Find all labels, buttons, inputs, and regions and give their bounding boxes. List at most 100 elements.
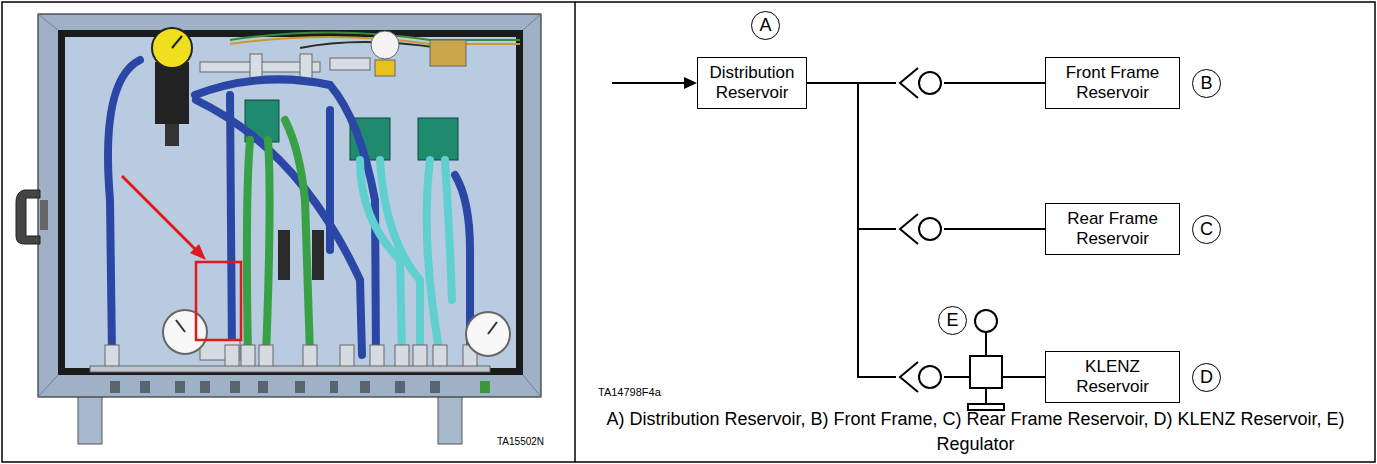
reservoir-box: Front Frame Reservoir bbox=[1045, 57, 1180, 109]
solenoid-valves-part bbox=[418, 118, 458, 160]
figure-caption: A) Distribution Reservoir, B) Front Fram… bbox=[588, 407, 1363, 457]
red-callout-arrow-part bbox=[122, 176, 198, 252]
port-row-part bbox=[140, 381, 150, 393]
door-handle-part bbox=[16, 190, 40, 244]
regulator-symbol-part bbox=[985, 388, 987, 404]
pressure-gauges bbox=[163, 310, 510, 356]
reservoir-box: Distribution Reservoir bbox=[697, 57, 807, 109]
bottom-fittings-part bbox=[370, 345, 384, 367]
check-valve bbox=[896, 362, 944, 392]
check-valve bbox=[896, 214, 944, 244]
port-row-part bbox=[430, 381, 440, 393]
port-row-part bbox=[360, 381, 370, 393]
regulator-symbol bbox=[968, 310, 1004, 410]
clamps-part bbox=[278, 230, 290, 280]
cabinet-legs-part bbox=[438, 396, 462, 444]
port-row-part bbox=[200, 381, 210, 393]
cyan-hoses-part bbox=[427, 160, 440, 355]
top-fittings-part bbox=[371, 31, 399, 59]
port-row-part bbox=[480, 381, 490, 393]
cabinet-body-part bbox=[523, 375, 541, 397]
regulator-symbol-part bbox=[970, 356, 1002, 388]
flow-line bbox=[807, 83, 1045, 229]
reservoir-box: KLENZ Reservoir bbox=[1045, 351, 1180, 403]
red-callout-arrow bbox=[122, 176, 241, 340]
check-valve-part bbox=[896, 70, 944, 96]
cabinet-body-part bbox=[38, 14, 541, 397]
cabinet-legs-part bbox=[78, 396, 102, 444]
blue-hoses bbox=[108, 60, 470, 355]
pressure-gauges-part bbox=[176, 320, 185, 332]
bottom-fittings-part bbox=[90, 366, 490, 372]
reservoir-box: Rear Frame Reservoir bbox=[1045, 203, 1180, 255]
pressure-gauges-part bbox=[163, 310, 207, 354]
blue-hoses-part bbox=[195, 79, 376, 355]
clamps bbox=[278, 230, 324, 280]
check-valve-part bbox=[919, 72, 941, 94]
check-valve-part bbox=[900, 214, 918, 244]
check-valve-part bbox=[900, 362, 918, 392]
green-hoses-part bbox=[247, 140, 250, 355]
callout-letter: D bbox=[1192, 363, 1221, 392]
bottom-fittings bbox=[90, 340, 490, 372]
bottom-fittings-part bbox=[303, 345, 317, 367]
cabinet-body-part bbox=[38, 375, 58, 397]
bottom-fittings-part bbox=[241, 345, 255, 367]
clamps-part bbox=[312, 230, 324, 280]
red-callout-arrow-part bbox=[190, 244, 206, 260]
cabinet-body-part bbox=[58, 30, 523, 375]
top-wiring-part bbox=[300, 42, 440, 48]
box-text: Rear Frame Reservoir bbox=[1056, 209, 1169, 250]
figure-code: TA14798F4a bbox=[598, 386, 661, 398]
port-row bbox=[110, 381, 490, 393]
callout-letter: C bbox=[1192, 215, 1221, 244]
cyan-hoses-part bbox=[380, 160, 420, 355]
air-regulator-part bbox=[172, 36, 182, 48]
port-row-part bbox=[175, 381, 185, 393]
callout-letter-text: D bbox=[1200, 367, 1213, 388]
blue-hoses-part bbox=[230, 95, 232, 355]
red-callout-arrow-part bbox=[196, 262, 241, 340]
check-valve-part bbox=[919, 366, 941, 388]
green-hoses-part bbox=[266, 140, 270, 355]
air-regulator-part bbox=[152, 28, 192, 68]
inlet-arrow bbox=[612, 77, 697, 89]
check-valve-part bbox=[896, 216, 944, 242]
callout-letter-text: A bbox=[759, 15, 771, 36]
box-text: Distribution Reservoir bbox=[708, 63, 796, 104]
callout-letter-text: B bbox=[1200, 73, 1212, 94]
bottom-fittings-part bbox=[259, 345, 273, 367]
bottom-fittings-part bbox=[225, 345, 239, 367]
bottom-fittings-part bbox=[340, 345, 354, 367]
cabinet-body-part bbox=[38, 14, 58, 30]
top-fittings-part bbox=[430, 40, 466, 66]
port-row-part bbox=[258, 381, 268, 393]
cabinet-legs bbox=[78, 396, 462, 444]
check-valve-part bbox=[900, 68, 918, 98]
regulator-symbol-part bbox=[975, 310, 997, 332]
callout-letter-text: E bbox=[946, 310, 958, 331]
bottom-fittings-part bbox=[413, 345, 427, 367]
check-valve-part bbox=[919, 218, 941, 240]
bottom-fittings-part bbox=[105, 345, 119, 367]
inlet-arrow-part bbox=[612, 82, 686, 84]
air-regulator-part bbox=[165, 124, 179, 146]
flow-line bbox=[807, 83, 1045, 377]
cabinet-body-part bbox=[65, 37, 516, 368]
top-fittings-part bbox=[375, 60, 395, 76]
blue-hoses-part bbox=[196, 100, 362, 355]
callout-letter: E bbox=[938, 306, 967, 335]
bottom-fittings-part bbox=[395, 345, 409, 367]
pressure-gauges-part bbox=[466, 312, 510, 356]
door-handle bbox=[16, 190, 48, 244]
port-row-part bbox=[110, 381, 120, 393]
callout-letter: B bbox=[1192, 69, 1221, 98]
port-row-part bbox=[330, 381, 338, 393]
box-text: KLENZ Reservoir bbox=[1056, 357, 1169, 398]
green-hoses bbox=[247, 120, 310, 355]
top-fittings bbox=[200, 31, 466, 80]
check-valve bbox=[896, 68, 944, 98]
cyan-hoses bbox=[360, 160, 452, 355]
